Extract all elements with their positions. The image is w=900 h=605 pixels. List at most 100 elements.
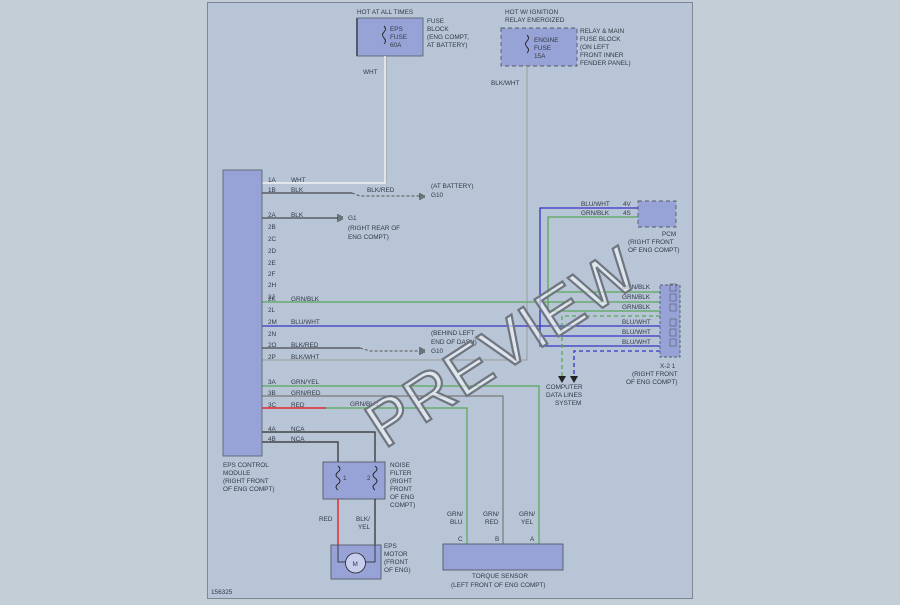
noise-filter-label-2: FILTER <box>390 470 412 477</box>
x21-wire-label: GRN/BLK <box>622 304 651 311</box>
module-pin-2p: 2P <box>268 354 276 361</box>
torque-pin-a: A <box>530 536 535 543</box>
x21-wire-label: BLU/WHT <box>622 339 651 346</box>
wire-bluwht-x21c <box>539 336 660 347</box>
module-pin-2a: 2A <box>268 212 277 219</box>
wire-label-blkwht-fuse: BLK/WHT <box>491 80 520 87</box>
torque-wire-c-1: GRN/ <box>447 511 463 518</box>
module-pin-2o: 2O <box>268 342 277 349</box>
torque-pin-c: C <box>458 536 463 543</box>
eps-fuse-heading: HOT AT ALL TIMES <box>357 9 413 16</box>
noise-filter-label-4: FRONT <box>390 486 412 493</box>
module-pin-4a: 4A <box>268 426 277 433</box>
module-pin-3c: 3C <box>268 402 277 409</box>
noise-filter-label-3: (RIGHT <box>390 478 412 485</box>
engine-fuse-desc-1: RELAY & MAIN <box>580 28 625 35</box>
motor-wire-blkyel-2: YEL <box>358 524 371 531</box>
engine-fuse-desc-5: FENDER PANEL) <box>580 60 631 67</box>
engine-fuse-heading-1: HOT W/ IGNITION <box>505 9 559 16</box>
pcm-label-3: OF ENG COMPT) <box>628 247 679 254</box>
engine-fuse-desc-2: FUSE BLOCK <box>580 36 621 43</box>
document-id: 156325 <box>211 589 233 596</box>
wire-dashed-blue <box>573 350 660 376</box>
eps-control-module <box>222 169 263 457</box>
ground-g10b-id: G10 <box>431 348 444 355</box>
ground-g10a-wire: BLK/RED <box>367 187 395 194</box>
motor-leads <box>337 545 345 563</box>
motor-icon <box>345 552 366 574</box>
torque-wire-b-2: RED <box>485 519 499 526</box>
module-pin-2e: 2E <box>268 260 276 267</box>
eps-fuse-desc-4: AT BATTERY) <box>427 42 467 49</box>
torque-wire-a-2: YEL <box>521 519 534 526</box>
torque-pin-b: B <box>495 536 499 543</box>
noise-filter-box <box>322 461 386 500</box>
wire-grnred-3b <box>262 395 504 544</box>
module-pin-2j: 2J <box>268 294 275 301</box>
ground-g10b-loc-1: (BEHIND LEFT <box>431 330 475 337</box>
coil-icon <box>372 465 378 491</box>
module-pin-3a: 3A <box>268 379 277 386</box>
engine-fuse-desc-4: FRONT INNER <box>580 52 624 59</box>
module-pin-3b: 3B <box>268 390 276 397</box>
wire-bluwht-pcm <box>539 207 638 326</box>
motor-label-4: OF ENG) <box>384 567 411 574</box>
wire-nca-4a <box>262 431 376 462</box>
engine-fuse-text-2: FUSE <box>534 45 551 52</box>
torque-label-2: (LEFT FRONT OF ENG COMPT) <box>451 582 546 589</box>
wire-label-grnblu: GRN/BLU <box>350 401 379 408</box>
module-wire-4b: NCA <box>291 436 305 443</box>
module-label-2: MODULE <box>223 470 250 477</box>
engine-fuse-text-3: 15A <box>534 53 546 60</box>
x21-cavity <box>669 318 677 327</box>
pcm-wire-bluwht: BLU/WHT <box>581 201 610 208</box>
x21-cavity <box>669 303 677 312</box>
ground-g10a-id: G10 <box>431 192 444 199</box>
noise-filter-label-5: OF ENG <box>390 494 415 501</box>
ground-icon <box>419 193 425 200</box>
noise-filter-pin-2: 2 <box>367 475 371 482</box>
module-pin-4b: 4B <box>268 436 276 443</box>
module-pin-2c: 2C <box>268 236 277 243</box>
ground-icon <box>419 347 425 355</box>
eps-fuse-text-1: EPS <box>390 26 403 33</box>
pcm-pin-4s: 4S <box>623 210 631 217</box>
module-pin-2n: 2N <box>268 331 277 338</box>
ground-g10a-loc: (AT BATTERY) <box>431 183 474 190</box>
x21-wire-label: BLU/WHT <box>622 319 651 326</box>
x21-wire-label: BLU/WHT <box>622 329 651 336</box>
torque-wire-a-1: GRN/ <box>519 511 535 518</box>
module-wire-2a: BLK <box>291 212 304 219</box>
module-pin-2d: 2D <box>268 248 277 255</box>
motor-wire-blkyel-1: BLK/ <box>356 516 370 523</box>
x21-cavity <box>669 283 677 292</box>
motor-label-3: (FRONT <box>384 559 408 566</box>
x21-wire-label: GRN/BLK <box>622 284 651 291</box>
module-wire-3c: RED <box>291 402 305 409</box>
wire-wht-fuse <box>262 56 386 184</box>
module-pin-1b: 1B <box>268 187 276 194</box>
eps-fuse-desc-3: (ENG COMPT, <box>427 34 469 41</box>
x21-label-3: OF ENG COMPT) <box>626 379 677 386</box>
coil-icon <box>335 465 341 491</box>
module-wire-4a: NCA <box>291 426 305 433</box>
eps-fuse-desc-2: BLOCK <box>427 26 449 33</box>
motor-wire-red: RED <box>319 516 333 523</box>
x21-label-2: (RIGHT FRONT <box>632 371 678 378</box>
wire-blkwht-fuse <box>262 66 528 361</box>
module-label-1: EPS CONTROL <box>223 462 269 469</box>
diagram-panel <box>207 2 693 599</box>
torque-wire-c-2: BLU <box>450 519 463 526</box>
ground-icon <box>337 214 343 222</box>
module-wire-2o: BLK/RED <box>291 342 319 349</box>
engine-fuse-text-1: ENGINE <box>534 37 559 44</box>
module-wire-3a: GRN/YEL <box>291 379 320 386</box>
engine-fuse-symbol <box>525 34 529 54</box>
motor-label-2: MOTOR <box>384 551 408 558</box>
ground-g1-id: G1 <box>348 215 357 222</box>
ground-g10b-loc-2: END OF DASH) <box>431 339 477 346</box>
wire-grnblk-pcm <box>547 216 638 302</box>
motor-leads <box>366 545 376 563</box>
